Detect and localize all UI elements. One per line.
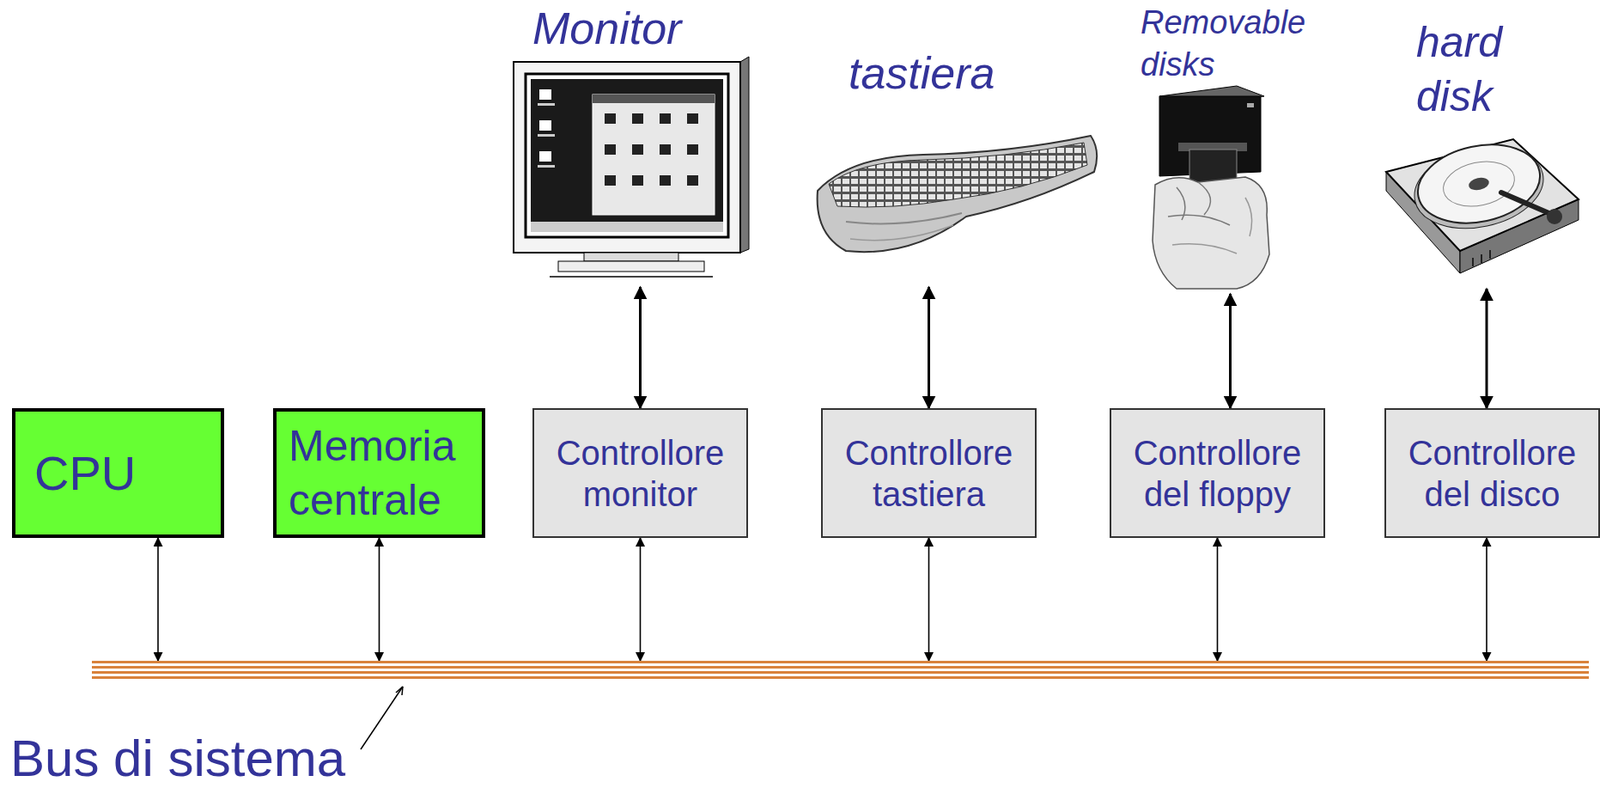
monitor-picture: [530, 221, 724, 232]
bus-link: [157, 537, 159, 661]
bus-link: [928, 537, 931, 661]
memory-box: Memoria centrale: [273, 407, 486, 538]
monitor-picture: [558, 261, 705, 272]
hard-disk-picture: [1472, 257, 1474, 267]
device-link: [1228, 293, 1232, 408]
monitor-picture: [539, 120, 552, 131]
removable-disk-picture: [1198, 182, 1211, 215]
monitor-picture: [604, 113, 616, 124]
removable-disk-picture: [1176, 187, 1186, 220]
monitor-picture: [604, 144, 616, 155]
monitor-picture: [537, 133, 555, 137]
hard-disk-picture: [1410, 133, 1547, 234]
connector-group: [158, 286, 1487, 661]
keyboard-picture: [828, 142, 1088, 207]
device-title: Removable disks: [1140, 1, 1330, 87]
monitor-picture: [513, 61, 741, 253]
leader-line: [360, 686, 403, 749]
keyboard-picture: [817, 135, 1098, 252]
removable-disk-picture: [1168, 214, 1230, 226]
bus-link: [1216, 537, 1219, 661]
box-label: Memoria centrale: [288, 419, 475, 527]
device-link: [638, 286, 642, 408]
monitor-picture: [604, 175, 616, 186]
monitor-picture: [537, 103, 555, 106]
keyboard-picture: [845, 212, 962, 224]
controller-box: Controllore del floppy: [1109, 407, 1326, 538]
removable-disk-picture: [1247, 103, 1254, 108]
removable-disk-picture: [1245, 197, 1253, 237]
box-label: Controllore del disco: [1394, 431, 1590, 515]
bus-link: [1485, 537, 1488, 661]
hard-disk-picture: [1489, 249, 1491, 259]
monitor-picture: [584, 252, 679, 262]
system-bus: Bus di sistema: [91, 660, 1589, 682]
monitor-picture: [632, 113, 644, 124]
removable-disk-picture: [1152, 85, 1270, 289]
monitor-picture: [537, 164, 555, 168]
hard-disk-picture: [1467, 176, 1491, 193]
device-title: Monitor: [532, 3, 682, 55]
leader-line: [395, 686, 403, 695]
device-link: [927, 286, 931, 408]
box-label: CPU: [34, 444, 136, 502]
monitor-picture: [525, 73, 729, 238]
cpu-box: CPU: [12, 407, 225, 538]
hard-disk-picture: [1546, 208, 1563, 225]
monitor-picture: [687, 113, 699, 124]
monitor-picture: [632, 175, 644, 186]
monitor-picture: [549, 275, 713, 278]
monitor-picture: [592, 94, 715, 215]
monitor-picture: [740, 56, 749, 253]
controller-box: Controllore tastiera: [821, 407, 1037, 538]
monitor-picture: [530, 79, 724, 232]
monitor-picture: [592, 94, 715, 104]
box-label: Controllore tastiera: [831, 431, 1027, 515]
leader-line: [360, 686, 403, 749]
monitor-picture: [659, 113, 671, 124]
bus-label: Bus di sistema: [10, 730, 346, 787]
box-label: Controllore monitor: [542, 431, 738, 515]
bus-link: [378, 537, 381, 661]
controller-box: Controllore del disco: [1384, 407, 1600, 538]
monitor-picture: [659, 175, 671, 186]
removable-disk-picture: [1152, 176, 1270, 289]
keyboard-picture: [850, 225, 954, 241]
device-node: hard disk: [1378, 15, 1589, 289]
bus-link: [639, 537, 642, 661]
device-title: tastiera: [848, 48, 996, 100]
device-node: tastiera: [811, 48, 1100, 287]
monitor-picture: [604, 113, 699, 186]
hard-disk-picture: [1439, 155, 1520, 213]
hard-disk-picture: [1501, 192, 1553, 215]
monitor-picture: [687, 144, 699, 155]
removable-disk-picture: [1172, 243, 1237, 254]
monitor-picture: [659, 144, 671, 155]
monitor-picture: [539, 151, 552, 162]
monitor-picture: [539, 89, 552, 100]
device-title: hard disk: [1416, 15, 1524, 123]
device-node: Removable disks: [1135, 1, 1342, 294]
keyboard-picture: [817, 135, 1098, 252]
device-link: [1485, 288, 1489, 408]
monitor-picture: [513, 56, 749, 277]
monitor-picture: [687, 175, 699, 186]
hard-disk-picture: [1386, 133, 1579, 274]
monitor-picture: [632, 144, 644, 155]
controller-box: Controllore monitor: [532, 407, 749, 538]
hard-disk-picture: [1480, 254, 1483, 263]
device-node: Monitor: [504, 3, 756, 287]
box-label: Controllore del floppy: [1119, 431, 1315, 515]
